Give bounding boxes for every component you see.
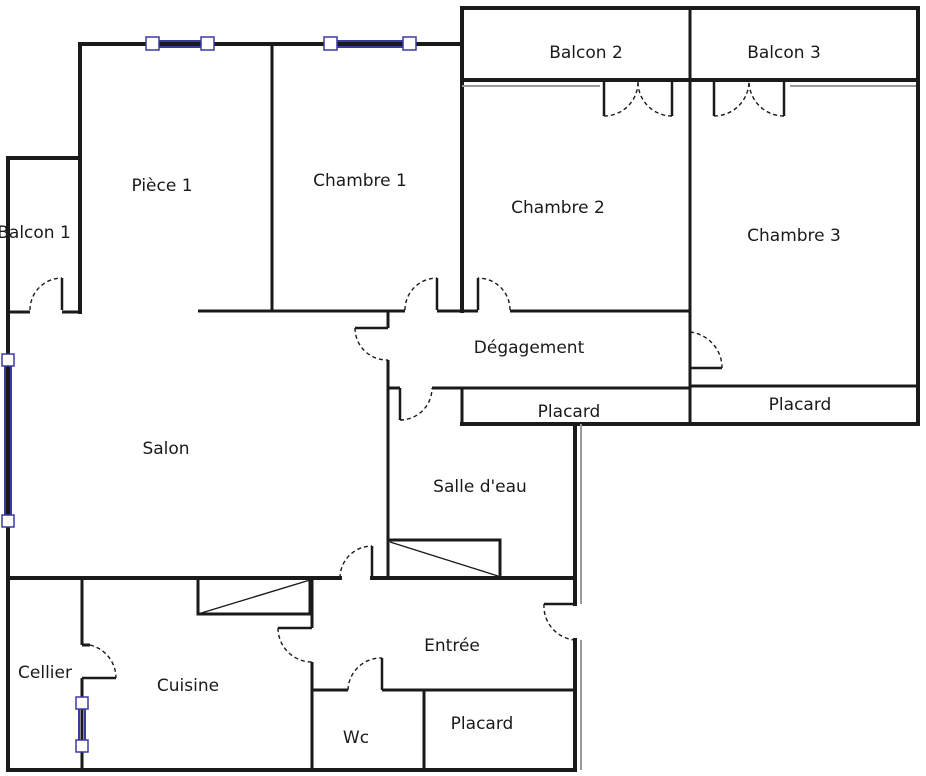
window-piece1-post-left xyxy=(145,36,160,51)
room-labels: Pièce 1 Chambre 1 Chambre 2 Chambre 3 Ba… xyxy=(0,43,841,748)
window-salon-post-bottom xyxy=(1,514,15,528)
window-piece1-post-right xyxy=(200,36,215,51)
door-balcon2-swing-right xyxy=(637,81,673,117)
label-cuisine: Cuisine xyxy=(157,676,219,696)
window-salon-post-top xyxy=(1,353,15,367)
window-cellier-post-top xyxy=(75,696,89,710)
door-balcon1-swing xyxy=(29,277,63,311)
window-chambre1-post-right xyxy=(402,36,417,51)
label-placard-chambre2: Placard xyxy=(538,402,601,422)
window-cellier-post-bottom xyxy=(75,739,89,753)
door-salle-eau-swing xyxy=(399,387,433,421)
door-cellier-swing xyxy=(89,644,117,679)
label-degagement: Dégagement xyxy=(474,338,585,358)
salle-eau-shower-diagonal xyxy=(389,541,499,577)
wall-balcon1 xyxy=(6,156,82,580)
door-chambre3-swing xyxy=(689,331,723,369)
door-front-swing xyxy=(543,603,576,641)
label-piece1: Pièce 1 xyxy=(131,176,192,196)
label-placard-entree: Placard xyxy=(451,714,514,734)
label-salon: Salon xyxy=(142,439,189,459)
walls xyxy=(6,6,920,772)
door-chambre1-swing xyxy=(404,277,438,311)
door-chambre2-swing xyxy=(477,277,511,311)
door-entree-salon-swing xyxy=(339,545,373,579)
door-wc-swing xyxy=(347,657,383,691)
salle-eau-shower xyxy=(386,538,502,580)
label-balcon2: Balcon 2 xyxy=(549,43,623,63)
fixtures xyxy=(196,538,502,616)
label-balcon1: Balcon 1 xyxy=(0,223,71,243)
doors xyxy=(29,81,786,691)
cuisine-counter xyxy=(196,576,312,616)
label-salle-eau: Salle d'eau xyxy=(433,477,527,497)
label-wc: Wc xyxy=(343,728,369,748)
label-placard-chambre3: Placard xyxy=(769,395,832,415)
window-chambre1-post-left xyxy=(323,36,338,51)
label-cellier: Cellier xyxy=(18,663,72,683)
door-balcon2-swing-left xyxy=(603,81,639,117)
windows xyxy=(1,36,417,753)
door-balcon3-swing-right xyxy=(748,81,785,117)
label-chambre2: Chambre 2 xyxy=(511,198,605,218)
label-chambre3: Chambre 3 xyxy=(747,226,841,246)
label-entree: Entrée xyxy=(424,636,480,656)
door-cuisine-swing xyxy=(277,627,313,663)
label-balcon3: Balcon 3 xyxy=(747,43,821,63)
door-degagement-swing xyxy=(354,327,389,361)
door-balcon3-swing-left xyxy=(713,81,750,117)
label-chambre1: Chambre 1 xyxy=(313,171,407,191)
cuisine-counter-diagonal xyxy=(197,579,311,615)
